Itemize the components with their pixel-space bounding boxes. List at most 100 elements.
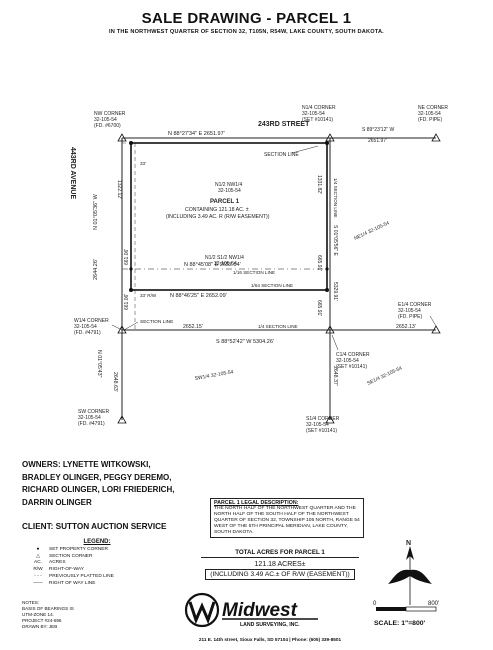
scale-zero: 0	[373, 601, 377, 607]
legend-item: △SECTION CORNER	[27, 554, 167, 561]
c14-corner-marker	[325, 325, 335, 334]
page-subtitle: IN THE NORTHWEST QUARTER OF SECTION 32, …	[109, 29, 384, 35]
ne-bearing: S 89°23'12" W	[362, 127, 395, 133]
total-acres-value: 121.18 ACRES±	[254, 561, 306, 568]
legend-symbol: R/W	[33, 567, 43, 573]
notes-block: NOTES: BASIS OF BEARINGS IS UTM-ZONE 14.…	[22, 600, 102, 630]
set-corner-2	[325, 141, 329, 145]
e14-corner-l2: 32-105-54	[398, 308, 421, 314]
notes-line: PROJECT #24-696	[22, 618, 62, 623]
page-title: SALE DRAWING - PARCEL 1	[141, 10, 352, 27]
legend-text: SECTION CORNER	[49, 553, 93, 559]
s14-corner-l3: (SET #10141)	[306, 428, 337, 434]
mid-quarter-dist: 2652.15'	[183, 324, 203, 330]
parcel-containing: CONTAINING 121.18 AC. ±	[185, 207, 249, 213]
sw-corner-marker	[117, 415, 127, 424]
west-low-dist: 661.06'	[124, 294, 130, 310]
north-arrow-icon	[388, 546, 432, 605]
logo-name: Midwest	[222, 600, 298, 621]
w14-corner-l2: 32-105-54	[74, 324, 97, 330]
east-bearing: S 01°05'56" E	[332, 225, 338, 257]
owners-line-2: BRADLEY OLINGER, PEGGY DEREMO,	[22, 472, 172, 482]
e14-corner-l1: E1/4 CORNER	[398, 302, 432, 308]
east-low-dist: 665.91'	[316, 300, 322, 316]
ne-distance: 2651.97'	[368, 138, 387, 144]
total-acres-heading: TOTAL ACRES FOR PARCEL 1	[201, 549, 359, 558]
n14-corner-l1: N1/4 CORNER	[302, 105, 336, 111]
legend-text: RIGHT OF WAY LINE	[49, 580, 96, 586]
e14-corner-marker	[431, 325, 441, 334]
east-line-label: 1/4 SECTION LINE	[333, 178, 338, 218]
c14-corner-l3: (SET #10141)	[336, 364, 367, 370]
legal-text: THE NORTH HALF OF THE NORTHWEST QUARTER …	[214, 506, 360, 535]
n2-nw4-l1: N1/2 NW1/4	[215, 182, 242, 188]
n14-corner-l3: (SET #10141)	[302, 117, 333, 123]
notes-line: UTM-ZONE 14.	[22, 612, 54, 617]
c14-corner-l2: 32-105-54	[336, 358, 359, 364]
parcel-boundary	[130, 142, 328, 291]
n2-nw4-l2: 32-105-54	[218, 188, 241, 194]
total-acres-easement: (INCLUDING 3.49 AC.± OF R/W (EASEMENT))	[205, 569, 355, 580]
legend-text: SET PROPERTY CORNER	[49, 546, 108, 552]
sw-corner-l1: SW CORNER	[78, 409, 110, 415]
avenue-label: 443RD AVENUE	[69, 147, 76, 199]
set-corner-3	[129, 288, 133, 292]
owners-line-1: OWNERS: LYNETTE WITKOWSKI,	[22, 460, 151, 469]
notes-line: NOTES:	[22, 600, 40, 605]
east-total-dist: 5329.91'	[332, 282, 338, 301]
ne-quarter-diag: NE1/4 32-105-54	[353, 220, 390, 242]
legend-symbol: ●	[36, 546, 40, 552]
w14-corner-marker	[117, 325, 127, 334]
legend-symbol: ——	[33, 580, 43, 586]
ne-corner-l2: 32-105-54	[418, 111, 441, 117]
set-corner-1	[129, 141, 133, 145]
nw-corner-marker	[117, 133, 127, 142]
owners-line-3: RICHARD OLINGER, LORI FRIEDERICH,	[22, 485, 175, 494]
owners-line-4: DARRIN OLINGER	[22, 497, 92, 507]
legend: LEGEND: ● SET PROPERTY CORNER △SECTION CO…	[27, 539, 167, 588]
sw-quarter-diag: SW1/4 32-105-54	[194, 369, 234, 382]
c14-corner-l1: C1/4 CORNER	[336, 352, 370, 358]
west-mid-dist: 661.06'	[124, 249, 130, 265]
midwest-logo: Midwest LAND SURVEYING, INC.	[184, 592, 318, 628]
legend-symbol: - - -	[34, 573, 42, 579]
sixteenth-bearing: N 88°45'08" E 2652.04'	[184, 262, 241, 268]
legend-title: LEGEND:	[83, 539, 111, 545]
logo-tagline: LAND SURVEYING, INC.	[240, 622, 300, 628]
ne-corner-marker	[431, 133, 441, 142]
section-line-label: SECTION LINE	[264, 152, 299, 158]
c14-leader	[331, 334, 339, 351]
set-corner-6	[325, 267, 329, 271]
quarter-bearing: N 88°46'25" E 2652.09'	[170, 293, 227, 299]
scale-text: SCALE: 1"=800'	[374, 620, 426, 627]
ne-corner-l1: NE CORNER	[418, 105, 448, 111]
east-upper-dist: 1331.82'	[316, 175, 322, 194]
legend-symbol: AC.	[34, 560, 42, 566]
nw-corner-l1: NW CORNER	[94, 111, 126, 117]
sw-distance: 2648.63'	[112, 372, 118, 392]
legend-item: —— RIGHT OF WAY LINE	[27, 581, 167, 588]
owners-block: OWNERS: LYNETTE WITKOWSKI, BRADLEY OLING…	[22, 459, 212, 509]
north-letter: N	[406, 540, 411, 547]
notes-line: DRAWN BY: JEB	[22, 624, 58, 629]
section-line-w-label: SECTION LINE	[140, 319, 173, 325]
se-quarter-diag: SE1/4 32-105-54	[366, 365, 403, 387]
scale-max: 800'	[428, 601, 440, 607]
legend-text: ACRES	[49, 560, 66, 566]
row-small-2: 33' R/W	[140, 293, 157, 298]
north-bearing: N 88°27'34" E 2651.97'	[168, 131, 225, 137]
client-label: CLIENT: SUTTON AUCTION SERVICE	[22, 522, 167, 531]
row-small-1: 33'	[140, 161, 146, 166]
section-line-w-leader	[123, 321, 139, 331]
legal-heading: PARCEL 1 LEGAL DESCRIPTION:	[214, 500, 299, 506]
west-upper-dist: 1322.12'	[116, 180, 122, 199]
sw-corner-l2: 32-105-54	[78, 415, 101, 421]
quarter-label: 1/64 SECTION LINE	[251, 283, 293, 288]
ne-corner-l3: (FD. PIPE)	[418, 117, 443, 123]
set-corner-5	[129, 267, 133, 271]
parcel-title: PARCEL 1	[210, 199, 240, 205]
n2s2-l1: N1/2 S1/2 NW1/4	[205, 255, 244, 261]
n14-corner-marker	[325, 133, 335, 142]
w14-corner-l1: W1/4 CORNER	[74, 318, 109, 324]
